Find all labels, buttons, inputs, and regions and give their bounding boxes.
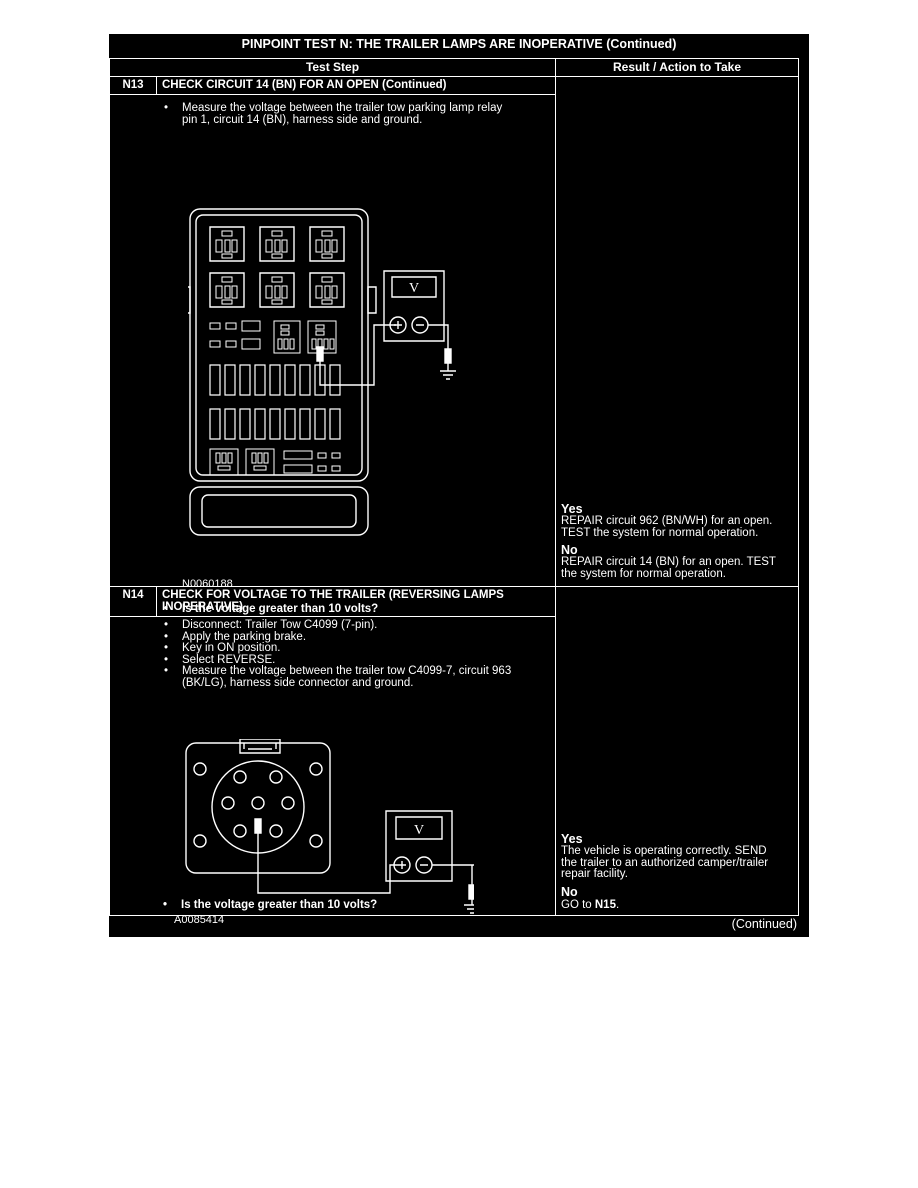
page-title: PINPOINT TEST N: THE TRAILER LAMPS ARE I… [241, 37, 677, 51]
n14-question-list: Is the voltage greater than 10 volts? [157, 899, 377, 912]
n14-step: Disconnect: Trailer Tow C4099 (7-pin). [158, 619, 511, 632]
n14-heading-cell: CHECK FOR VOLTAGE TO THE TRAILER (REVERS… [156, 586, 556, 617]
n14-step-id-cell: N14 [109, 586, 157, 617]
n14-figure-id: A0085414 [174, 914, 225, 926]
n13-step: Measure the voltage between the trailer … [158, 102, 502, 126]
n13-yes-text: REPAIR circuit 962 (BN/WH) for an open.T… [561, 515, 773, 539]
column-header-test-step: Test Step [109, 58, 556, 77]
n14-yes-label: Yes [561, 832, 583, 846]
column-header-result-label: Result / Action to Take [612, 60, 741, 74]
n14-heading: CHECK FOR VOLTAGE TO THE TRAILER (REVERS… [162, 589, 504, 613]
n13-step-list: Measure the voltage between the trailer … [158, 102, 502, 126]
n13-no-label: No [561, 543, 578, 557]
column-header-test-step-label: Test Step [305, 60, 360, 74]
column-header-result: Result / Action to Take [555, 58, 799, 77]
n14-question: Is the voltage greater than 10 volts? [157, 899, 377, 912]
n14-step: Select REVERSE. [158, 654, 511, 667]
n14-step-list: Disconnect: Trailer Tow C4099 (7-pin). A… [158, 619, 511, 689]
n14-step: Apply the parking brake. [158, 631, 511, 644]
n14-no-text: GO to N15. [561, 899, 620, 911]
n14-body: Disconnect: Trailer Tow C4099 (7-pin). A… [109, 616, 556, 926]
n14-no-target: N15 [594, 899, 616, 911]
trailer-connector-diagram: V [184, 739, 474, 921]
n14-result-cell: Yes The vehicle is operating correctly. … [555, 586, 799, 916]
n13-yes-label: Yes [561, 502, 583, 516]
fuse-box-diagram: V [188, 207, 473, 539]
meter-symbol: V [414, 823, 424, 838]
meter-symbol: V [409, 281, 419, 296]
n14-spacer [109, 912, 556, 916]
n13-no-text: REPAIR circuit 14 (BN) for an open. TEST… [561, 556, 776, 580]
n14-no-label: No [561, 885, 578, 899]
n13-body: Measure the voltage between the trailer … [109, 94, 556, 615]
n13-heading: CHECK CIRCUIT 14 (BN) FOR AN OPEN (Conti… [162, 79, 447, 91]
n13-result-cell: Yes REPAIR circuit 962 (BN/WH) for an op… [555, 76, 799, 587]
n13-question: Is the voltage greater than 10 volts? [158, 603, 378, 616]
n13-step-id-cell: N13 [109, 76, 157, 95]
continued-label: (Continued) [731, 917, 797, 931]
n14-step-id: N14 [122, 589, 144, 601]
n13-step-id: N13 [122, 79, 144, 91]
n14-step: Key in ON position. [158, 642, 511, 655]
n13-question-list: Is the voltage greater than 10 volts? [158, 603, 378, 616]
n13-figure-id: N0060188 [182, 578, 233, 590]
n13-heading-cell: CHECK CIRCUIT 14 (BN) FOR AN OPEN (Conti… [156, 76, 556, 95]
n14-step: Measure the voltage between the trailer … [158, 665, 511, 689]
pinpoint-test-page: PINPOINT TEST N: THE TRAILER LAMPS ARE I… [109, 34, 809, 937]
n14-yes-text: The vehicle is operating correctly. SEND… [561, 845, 769, 880]
